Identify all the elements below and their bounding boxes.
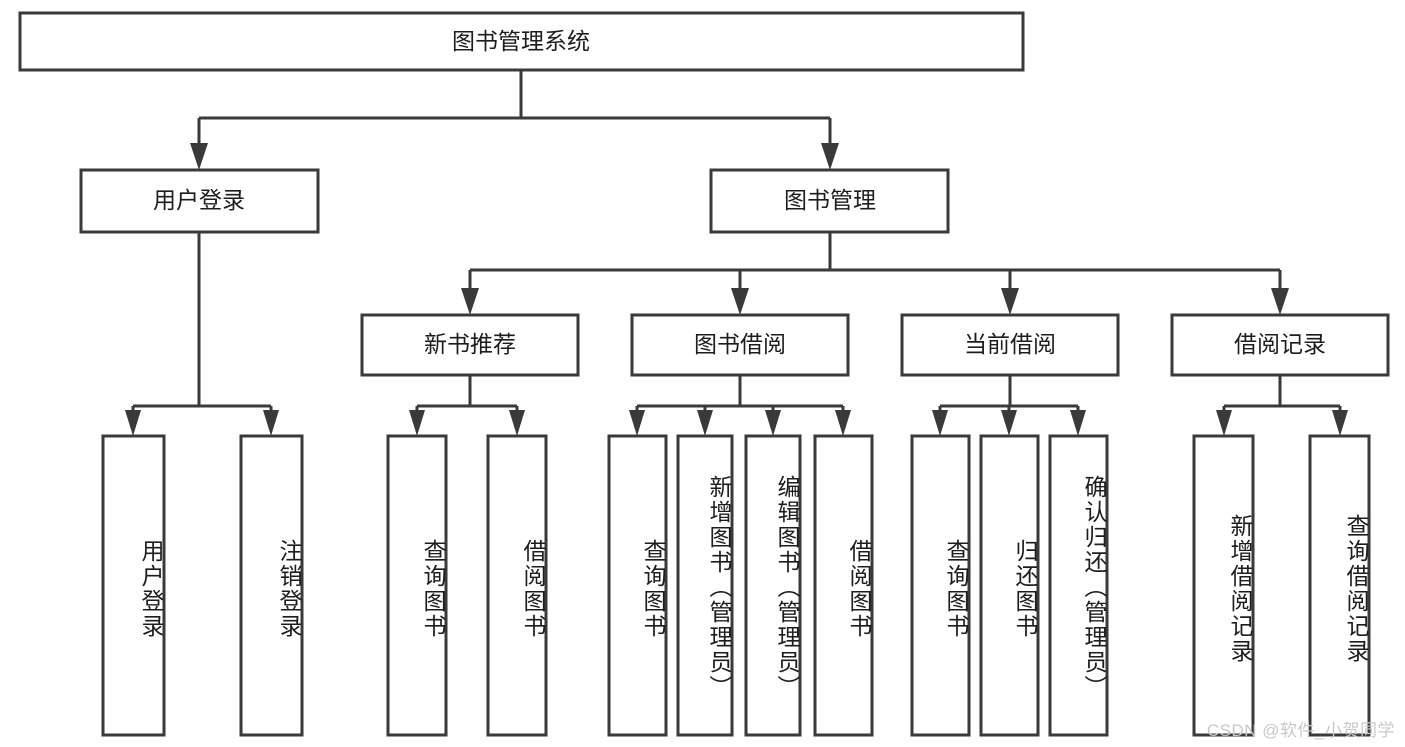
- arrow-to-borrow-record: [1271, 288, 1289, 315]
- arrow-to-new-book-recommend: [461, 288, 479, 315]
- node-root-label: 图书管理系统: [452, 28, 590, 54]
- node-book-borrow-label: 图书借阅: [694, 331, 786, 357]
- arrow-to-book-borrow: [731, 288, 749, 315]
- arrow-borrow-record-leaf2: [1332, 410, 1348, 436]
- leaf-confirm-return-box[interactable]: [1048, 434, 1109, 737]
- node-borrow-record-label: 借阅记录: [1234, 331, 1326, 357]
- node-book-borrow[interactable]: 图书借阅: [630, 313, 850, 377]
- node-book-borrow-box[interactable]: [630, 313, 850, 377]
- node-book-manage-label: 图书管理: [784, 187, 876, 213]
- leaf-query-book-1-box[interactable]: [386, 434, 448, 737]
- arrow-book-borrow-leaf4: [835, 410, 851, 436]
- leaf-box-group: [101, 434, 1371, 737]
- arrow-to-current-borrow: [1001, 288, 1019, 315]
- node-user-login-label: 用户登录: [153, 187, 245, 213]
- leaf-query-book-2-box[interactable]: [607, 434, 668, 737]
- arrow-current-borrow-leaf3: [1070, 410, 1086, 436]
- node-user-login-box[interactable]: [79, 168, 320, 234]
- node-new-book-recommend-label: 新书推荐: [424, 331, 516, 357]
- node-new-book-recommend-box[interactable]: [360, 313, 580, 377]
- leaf-user-login-box[interactable]: [101, 434, 166, 737]
- leaf-query-record-box[interactable]: [1308, 434, 1371, 737]
- leaf-add-record-box[interactable]: [1192, 434, 1255, 737]
- node-book-manage[interactable]: 图书管理: [709, 168, 950, 234]
- arrow-current-borrow-leaf1: [932, 410, 948, 436]
- leaf-borrow-book-1-box[interactable]: [486, 434, 548, 737]
- arrow-to-book-manage: [821, 143, 839, 170]
- leaf-logout-login-box[interactable]: [239, 434, 304, 737]
- node-current-borrow[interactable]: 当前借阅: [900, 313, 1120, 377]
- node-root-box[interactable]: [18, 11, 1025, 72]
- node-current-borrow-box[interactable]: [900, 313, 1120, 377]
- arrow-new-book-leaf2: [509, 410, 525, 436]
- node-book-manage-box[interactable]: [709, 168, 950, 234]
- arrow-book-borrow-leaf2: [697, 410, 713, 436]
- node-root[interactable]: 图书管理系统: [18, 11, 1025, 72]
- arrow-user-login-leaf2: [263, 410, 279, 436]
- node-borrow-record-box[interactable]: [1170, 313, 1390, 377]
- arrow-current-borrow-leaf2: [1001, 410, 1017, 436]
- node-current-borrow-label: 当前借阅: [964, 331, 1056, 357]
- node-user-login[interactable]: 用户登录: [79, 168, 320, 234]
- node-borrow-record[interactable]: 借阅记录: [1170, 313, 1390, 377]
- node-new-book-recommend[interactable]: 新书推荐: [360, 313, 580, 377]
- leaf-return-book-box[interactable]: [979, 434, 1040, 737]
- arrow-to-user-login: [190, 143, 208, 170]
- leaf-add-book-box[interactable]: [676, 434, 734, 737]
- arrow-book-borrow-leaf1: [629, 410, 645, 436]
- leaf-query-book-3-box[interactable]: [910, 434, 971, 737]
- leaf-edit-book-box[interactable]: [744, 434, 802, 737]
- arrow-user-login-leaf1: [125, 410, 141, 436]
- arrow-book-borrow-leaf3: [765, 410, 781, 436]
- arrow-new-book-leaf1: [409, 410, 425, 436]
- leaf-borrow-book-2-box[interactable]: [813, 434, 874, 737]
- arrow-borrow-record-leaf1: [1216, 410, 1232, 436]
- connector-group: [125, 70, 1348, 436]
